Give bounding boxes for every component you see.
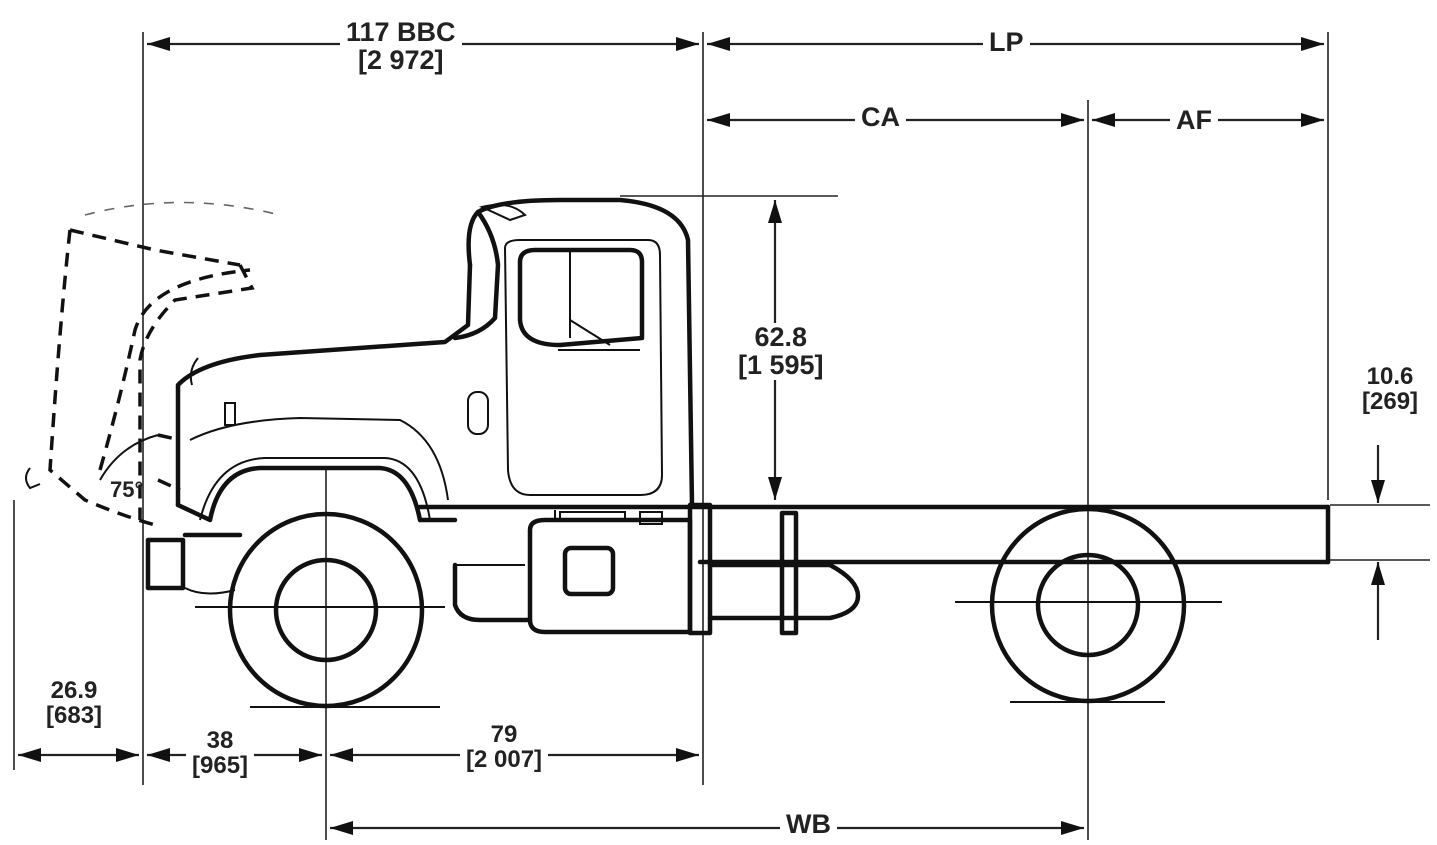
axle-to-cab-dimension-label: 79 [2 007] [460,722,549,772]
extension-lines [13,32,1430,840]
fuel-tank [452,502,861,636]
frame-height-dimension-label: 10.6 [269] [1356,364,1425,414]
dimension-lines [18,37,1385,835]
bumper-to-axle-dimension-label: 38 [965] [186,728,255,778]
lp-dimension-label: LP [983,28,1030,56]
bbc-dimension-label: 117 BBC [2 972] [340,18,462,75]
cab-height-dimension-label: 62.8 [1 595] [732,323,830,380]
rear-wheel [955,506,1222,704]
wheelbase-dimension-label: WB [780,810,837,838]
frame-rail [182,504,1331,565]
front-bumper [145,537,186,591]
hood-tilt-angle-label: 75° [110,477,144,502]
cab-and-hood [175,197,695,523]
front-wheel [195,511,445,709]
ca-dimension-label: CA [855,103,906,131]
front-overhang-dimension-label: 26.9 [683] [40,678,109,728]
af-dimension-label: AF [1170,106,1218,134]
tilted-hood-outline [25,201,281,527]
